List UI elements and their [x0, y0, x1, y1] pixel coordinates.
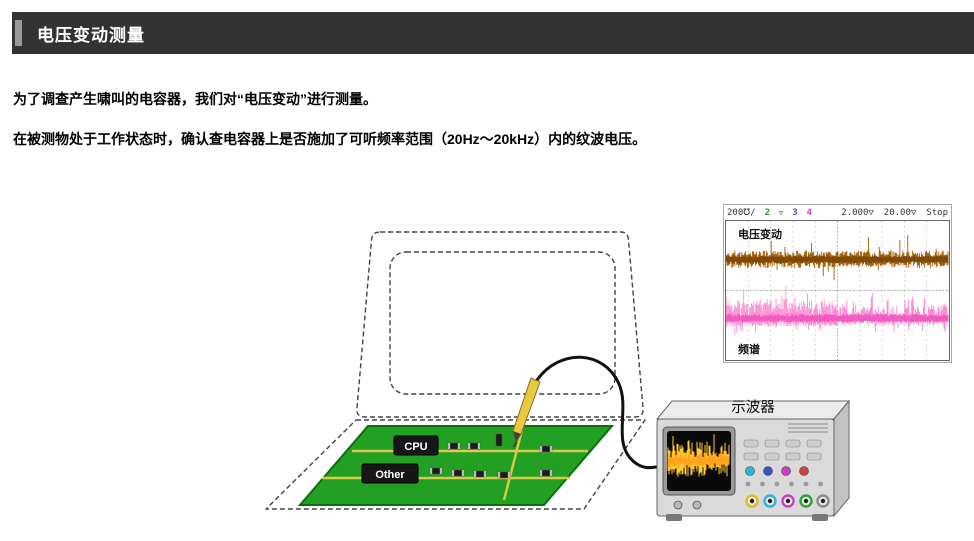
- laptop-display-outline: [390, 252, 615, 394]
- channel-indicators: 200℧/ 2 ▽ 34: [727, 208, 821, 218]
- page-title: 电压变动测量: [37, 21, 145, 46]
- laptop-screen-outline: [357, 232, 643, 417]
- vertical-scale: 200℧/: [727, 208, 756, 218]
- oscilloscope: [657, 401, 849, 521]
- timebase-readouts: 2.000▽ 20.00▽ Stop: [831, 208, 948, 218]
- other-chip: Other: [362, 464, 418, 483]
- timebase-2: 20.00▽: [884, 208, 917, 218]
- channel-4-indicator: 4: [807, 208, 812, 218]
- scope-side-face: [834, 401, 849, 516]
- channel-2-indicator: 2: [765, 208, 770, 218]
- trigger-marker-icon: ▽: [779, 209, 783, 217]
- scope-foot-left: [666, 514, 682, 521]
- scope-graticule: 电压变动 频谱: [725, 220, 950, 361]
- scope-foot-right: [812, 514, 828, 521]
- detail-paragraph: 在被测物处于工作状态时，确认查电容器上是否施加了可听频率范围（20Hz～20kH…: [13, 129, 646, 149]
- run-state: Stop: [926, 208, 948, 218]
- intro-paragraph: 为了调查产生啸叫的电容器，我们对“电压变动”进行测量。: [13, 89, 377, 109]
- spectrum-label: 频谱: [738, 341, 760, 357]
- scope-status-bar: 200℧/ 2 ▽ 34 2.000▽ 20.00▽ Stop: [724, 205, 951, 220]
- timebase-1: 2.000▽: [841, 208, 874, 218]
- oscilloscope-label: 示波器: [731, 399, 775, 416]
- header-accent-bar: [15, 20, 22, 46]
- pcb-board: [300, 426, 612, 505]
- voltage-fluctuation-label: 电压变动: [738, 226, 782, 242]
- channel-3-indicator: 3: [792, 208, 797, 218]
- section-header: 电压变动测量: [12, 12, 974, 54]
- cpu-chip-label: CPU: [404, 441, 427, 453]
- cpu-chip: CPU: [394, 436, 438, 455]
- other-chip-label: Other: [375, 469, 405, 481]
- scope-capture-panel: 200℧/ 2 ▽ 34 2.000▽ 20.00▽ Stop 电压变动 频谱: [723, 204, 952, 363]
